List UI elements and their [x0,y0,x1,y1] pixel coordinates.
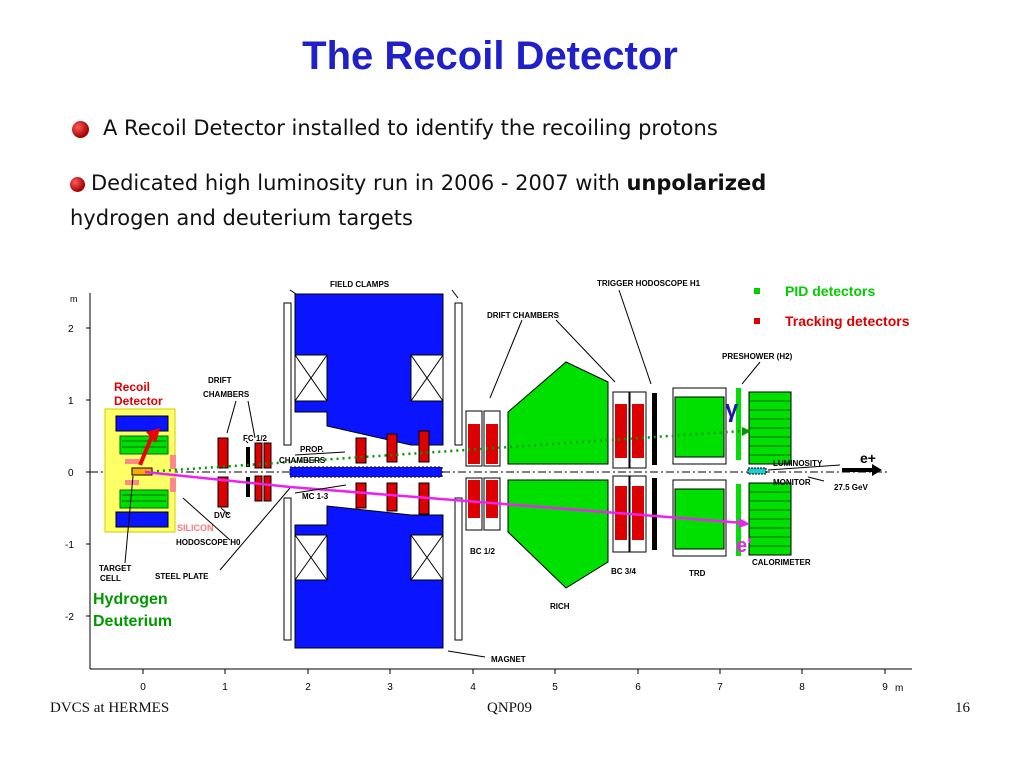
x-tick: 1 [222,682,228,693]
recoil-label: Detector [114,394,163,408]
y-tick: 0 [68,468,74,479]
label-deuterium: Deuterium [93,613,172,630]
beam-arrow [842,464,882,476]
label-preshower: PRESHOWER (H2) [722,352,793,361]
x-tick: 3 [387,682,393,693]
x-tick: 6 [635,682,641,693]
label-trigger-hodoscope: TRIGGER HODOSCOPE H1 [597,279,701,288]
label-steel-plate: STEEL PLATE [155,572,209,581]
magnet [289,293,444,649]
label-drift-small: CHAMBERS [203,390,250,399]
label-drift-chambers: DRIFT CHAMBERS [487,311,560,320]
calorimeter-cells [749,400,791,547]
bullet-2-text: Dedicated high luminosity run in 2006 - … [91,171,627,195]
bullet-2: Dedicated high luminosity run in 2006 - … [70,166,970,236]
legend-tracking-marker [754,318,760,324]
label-energy: 27.5 GeV [834,483,868,492]
label-prop: PROP. [300,445,324,454]
preshower-bottom [736,484,741,556]
bullet-2-bold: unpolarized [626,171,767,195]
slide-title: The Recoil Detector [302,34,678,78]
x-tick: 8 [799,682,805,693]
label-magnet: MAGNET [491,655,526,664]
x-tick: 2 [305,682,311,693]
page-number: 16 [955,700,970,716]
y-tick: 2 [68,324,74,335]
label-e-prime: e' [736,535,752,557]
recoil-detector [104,408,176,533]
x-tick: 0 [140,682,146,693]
electron-track [144,470,744,525]
gamma-arrow [742,427,751,436]
y-tick: -1 [65,540,74,551]
label-drift-small: DRIFT [208,376,232,385]
footer-center: QNP09 [487,700,533,716]
bc12-chambers [465,410,501,531]
legend-pid-marker [754,288,760,294]
label-bc12: BC 1/2 [470,547,495,556]
preshower-top [736,388,741,460]
label-luminosity: MONITOR [773,478,811,487]
label-target: CELL [100,574,121,583]
x-tick: 7 [717,682,723,693]
y-tick: 1 [68,396,74,407]
label-calorimeter: CALORIMETER [752,558,811,567]
label-mc: MC 1-3 [302,492,329,501]
x-tick: 5 [552,682,558,693]
bullet-1: A Recoil Detector installed to identify … [72,116,718,140]
legend: PID detectors Tracking detectors [754,283,910,329]
y-axis-unit: m [70,294,78,304]
label-rich: RICH [550,602,570,611]
footer-left: DVCS at HERMES [50,700,170,716]
bc34-chambers [612,391,657,553]
label-target: TARGET [99,564,131,573]
recoil-label: Recoil [114,380,150,394]
y-axis [86,293,91,669]
gamma-track [144,429,743,474]
field-clamps [283,302,463,641]
x-tick: 9 [882,682,888,693]
y-tick: -2 [65,612,74,623]
label-prop: CHAMBERS [279,456,326,465]
label-hodoscope-h0: HODOSCOPE H0 [176,538,241,547]
luminosity-monitor [747,467,767,475]
label-pointers [124,289,841,658]
bullet-2-text-cont: hydrogen and deuterium targets [70,206,413,230]
electron-arrow [739,518,750,528]
x-tick: 4 [470,682,476,693]
dvc-chambers [217,437,272,508]
label-bc34: BC 3/4 [611,567,636,576]
bullet-icon [72,120,89,138]
label-hydrogen: Hydrogen [93,591,168,608]
label-luminosity: LUMINOSITY [773,459,823,468]
label-field-clamps: FIELD CLAMPS [330,280,390,289]
bullet-icon [70,176,85,192]
label-trd: TRD [689,569,706,578]
label-gamma: γ [725,396,739,423]
x-axis [90,668,912,674]
legend-pid-label: PID detectors [785,283,875,299]
label-fc: FC 1/2 [243,434,268,443]
x-axis-unit: m [895,683,903,694]
rich-detector [507,361,609,589]
label-e-plus: e+ [860,450,876,466]
legend-tracking-label: Tracking detectors [785,313,910,329]
label-dvc: DVC [214,511,231,520]
silicon-label: SILICON [177,523,214,533]
bullet-1-text: A Recoil Detector installed to identify … [103,116,718,140]
